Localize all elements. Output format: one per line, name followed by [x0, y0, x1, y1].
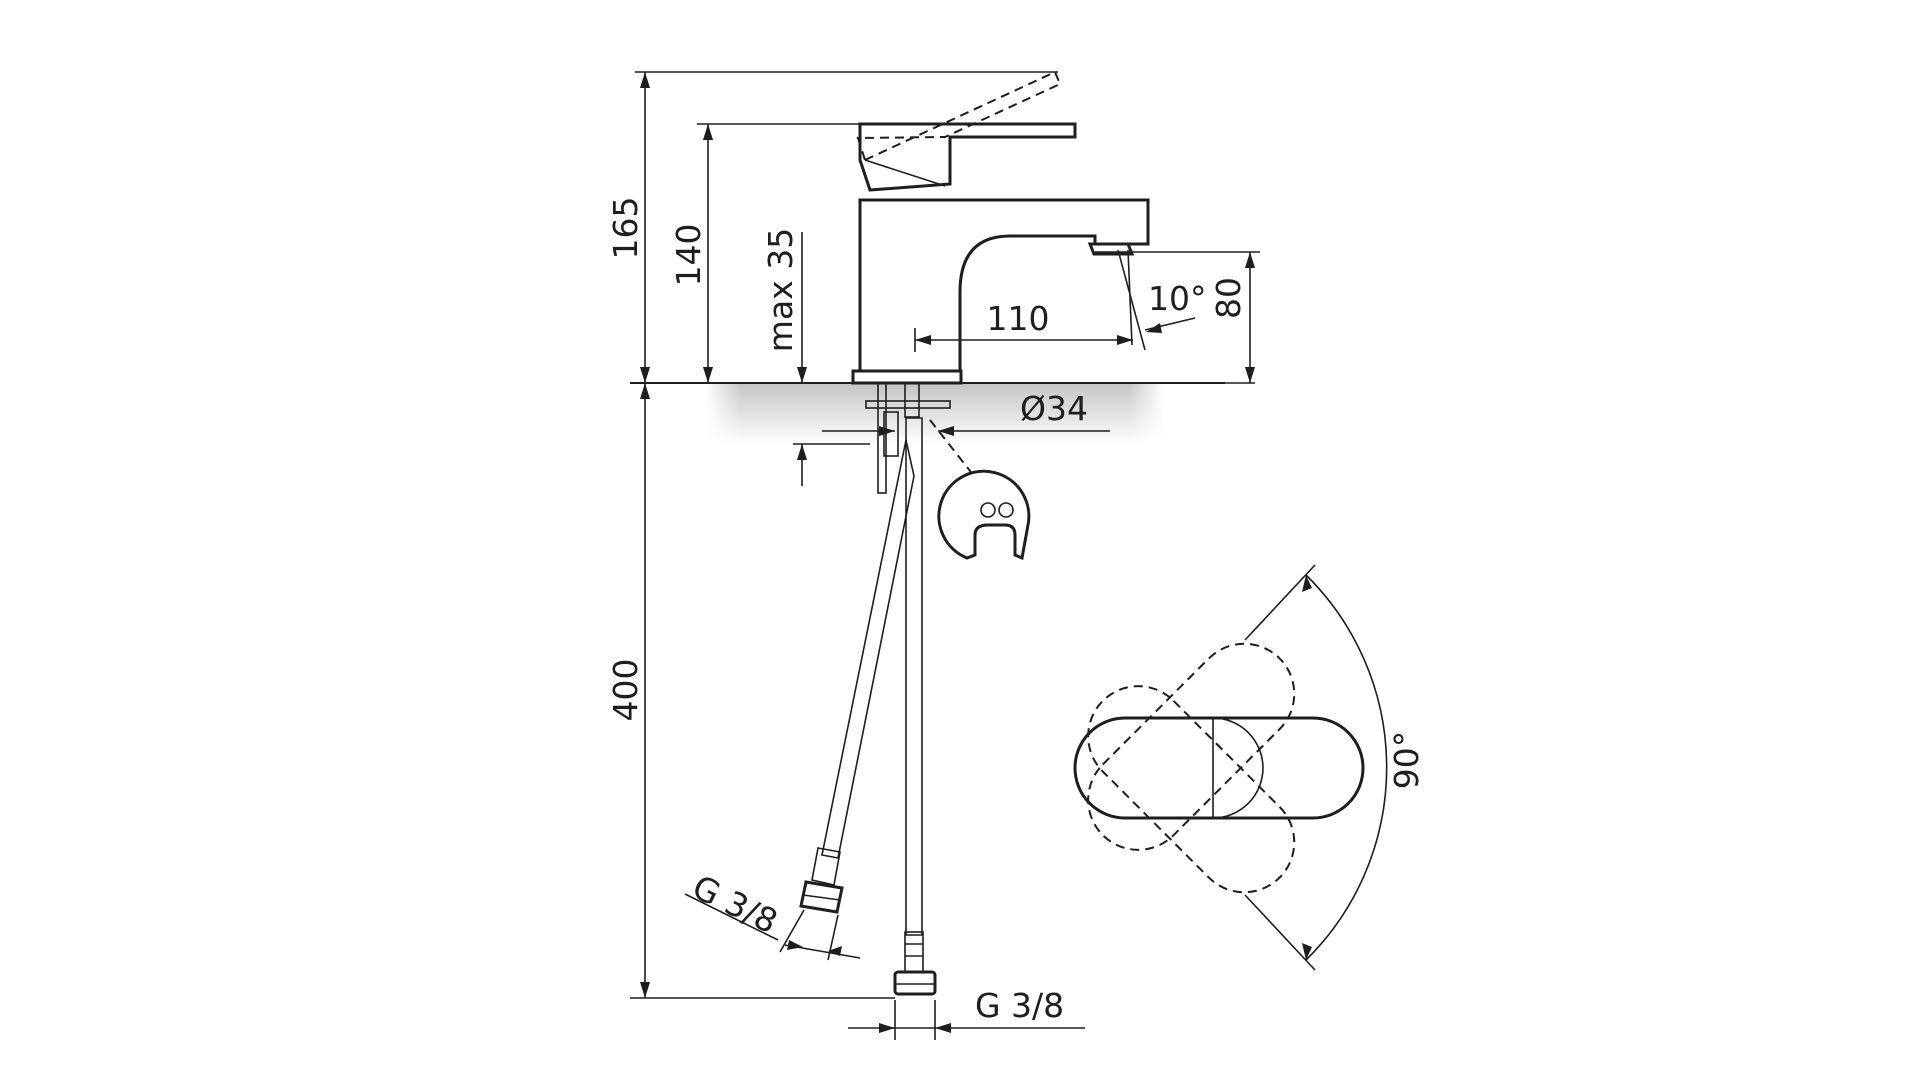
dim-label-g38-left: G 3/8 — [686, 867, 783, 941]
dim-label-80: 80 — [1209, 277, 1248, 319]
dim-label-400: 400 — [606, 659, 645, 722]
dim-label-g38-right: G 3/8 — [975, 986, 1064, 1025]
right-hose-fitting — [893, 931, 937, 996]
dim-label-10-degrees: 10° — [1148, 279, 1207, 318]
countertop-deck — [630, 382, 1225, 445]
dimension-lines — [630, 71, 1260, 1040]
dim-label-110: 110 — [987, 299, 1050, 338]
lever-raised-outline — [856, 70, 1062, 162]
lever-handle — [858, 122, 1077, 192]
dim-label-diameter-34: Ø34 — [1020, 389, 1088, 428]
dim-label-max-35: max 35 — [761, 228, 800, 352]
clip-detail — [929, 419, 1031, 561]
lever-top-view — [1073, 564, 1388, 971]
dim-label-140: 140 — [669, 224, 708, 287]
dim-label-90-degrees: 90° — [1387, 731, 1426, 790]
under-counter-assembly — [799, 382, 951, 996]
dim-label-165: 165 — [606, 197, 645, 260]
left-hose-fitting — [799, 847, 844, 914]
